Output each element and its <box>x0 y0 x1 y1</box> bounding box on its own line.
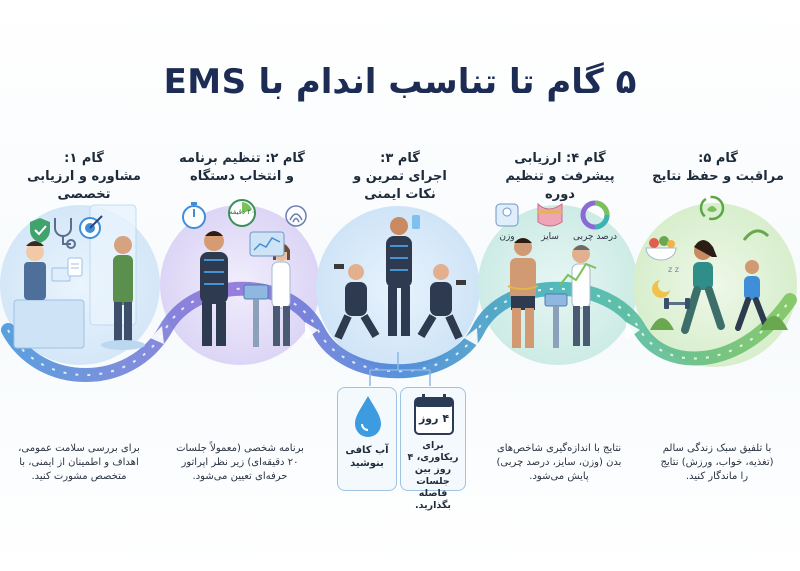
tape-measure-icon <box>537 202 563 227</box>
arrow-head-3 <box>464 328 478 346</box>
scale-icon <box>495 203 519 227</box>
water-drop-icon <box>355 396 381 437</box>
svg-text:z z: z z <box>668 265 679 274</box>
target-icon <box>79 215 103 239</box>
step1-illustration <box>13 204 145 350</box>
timer-label: ۲۰ دقیقه <box>229 208 255 216</box>
salad-icon <box>645 236 677 261</box>
clipboard-icon <box>67 257 83 277</box>
step4-illustration <box>507 238 597 348</box>
stethoscope-icon <box>54 218 76 249</box>
calendar-icon <box>414 394 454 435</box>
timer-badge-icon <box>228 199 256 227</box>
recycle-leaf-icon <box>699 195 725 221</box>
step3-illustration <box>334 215 466 386</box>
arrow-head-2 <box>305 322 318 340</box>
calendar-label: ۴ روز <box>418 412 450 425</box>
page-title: ۵ گام تا تناسب اندام با EMS <box>163 62 637 102</box>
flow-arrow-band <box>1 281 797 382</box>
metric-weight-label: وزن <box>499 232 515 242</box>
metric-size-label: سایز <box>541 232 559 242</box>
metric-fat-label: درصد چربی <box>572 232 618 242</box>
dumbbell-icon <box>664 298 690 309</box>
monitor-icon <box>249 231 285 257</box>
step5-illustration <box>650 229 788 334</box>
shield-icon <box>30 218 50 243</box>
fingerprint-icon <box>285 205 307 227</box>
stopwatch-icon <box>182 202 206 229</box>
arrow-head-4 <box>626 322 640 340</box>
step5-description: با تلفیق سبک زندگی سالم(تغذیه، خواب، ورز… <box>660 443 774 482</box>
step5-title: گام ۵:مراقبت و حفظ نتایج <box>652 151 784 184</box>
moon-icon: z z <box>652 265 679 298</box>
pie-chart-icon <box>580 200 610 230</box>
step1-description: برای بررسی سلامت عمومی،اهداف و اطمینان ا… <box>18 443 140 482</box>
arrow-head-1 <box>150 326 164 344</box>
